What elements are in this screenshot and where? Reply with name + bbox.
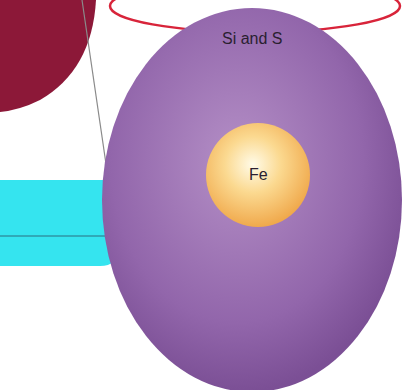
iron-core: Fe xyxy=(206,123,310,227)
label-box xyxy=(0,180,118,266)
outer-layer xyxy=(0,0,96,112)
layer-label: Si and S xyxy=(222,30,282,48)
box-rule xyxy=(0,236,115,237)
silicon-sulfur-shell: Si and S Fe xyxy=(102,8,402,390)
layer-label: Fe xyxy=(249,166,268,184)
